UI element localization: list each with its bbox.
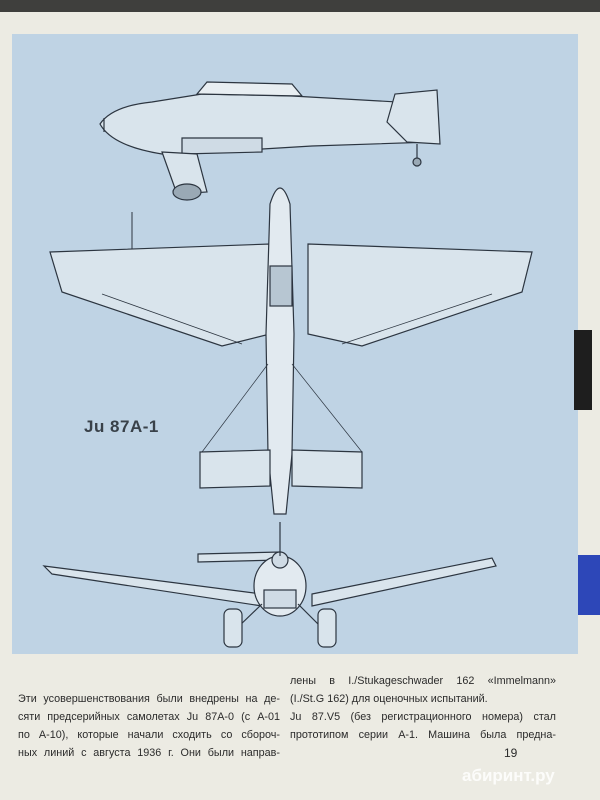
- text-line: по A-10), которые начали сходить со сбор…: [18, 729, 280, 741]
- body-text-left-column: Эти усовершенствования были внедрены на …: [18, 690, 280, 762]
- book-page: Ju 87A-1 Эти усовершенствования были вне…: [0, 12, 600, 800]
- front-view: [42, 522, 497, 648]
- aircraft-label: Ju 87A-1: [84, 417, 159, 436]
- text-line: Эти усовершенствования были внедрены на …: [18, 693, 280, 705]
- page-edge-tab: [574, 330, 592, 410]
- page-edge-tab-blue: [578, 555, 600, 615]
- plan-view: [49, 187, 533, 515]
- text-line: Ju 87.V5 (без регистрационного номера) с…: [290, 711, 556, 723]
- side-view: [99, 81, 441, 201]
- text-line: прототипом серии A-1. Машина была предна…: [290, 729, 556, 741]
- body-text-right-column: лены в I./Stukageschwader 162 «Immelmann…: [290, 672, 556, 744]
- aircraft-drawing-panel: Ju 87A-1: [12, 34, 578, 654]
- text-line: лены в I./Stukageschwader 162 «Immelmann…: [290, 675, 556, 687]
- text-line: сяти предсерийных самолетах Ju 87A-0 (с …: [18, 711, 280, 723]
- text-line: ных линий с августа 1936 г. Они были нап…: [18, 747, 280, 759]
- text-line: (I./St.G 162) для оценочных испытаний.: [290, 693, 488, 705]
- watermark: абиринт.ру: [462, 766, 555, 785]
- page-number: 19: [504, 746, 518, 760]
- aircraft-line-drawing: [42, 81, 533, 648]
